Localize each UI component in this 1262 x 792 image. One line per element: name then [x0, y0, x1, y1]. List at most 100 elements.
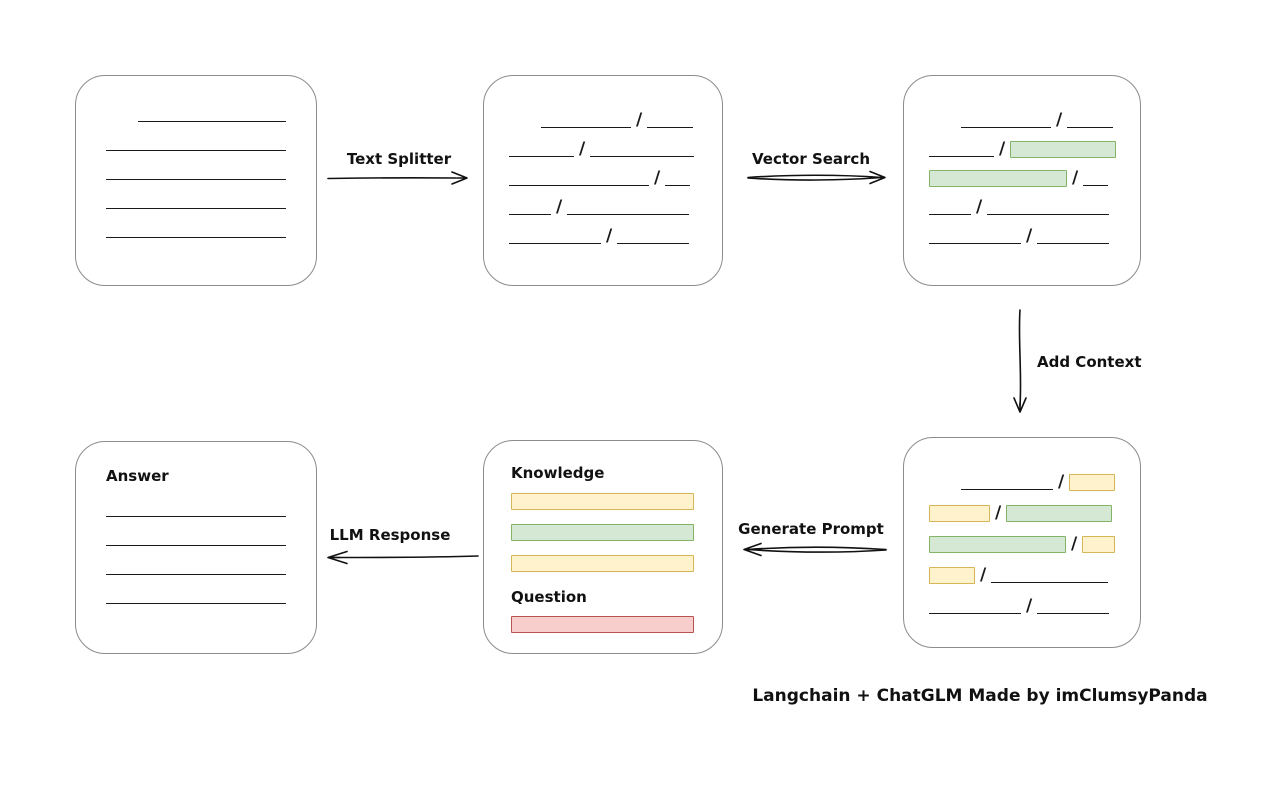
- yellow-chunk: [1082, 536, 1116, 553]
- text-line: [617, 243, 690, 244]
- text-line: [106, 545, 286, 546]
- context-box: / / / / /: [903, 437, 1141, 648]
- chunk-row: /: [929, 168, 1118, 187]
- green-chunk: [1010, 141, 1117, 158]
- slash-separator: /: [636, 110, 643, 130]
- slash-separator: /: [556, 197, 563, 217]
- slash-separator: /: [980, 565, 987, 585]
- chunk-row: /: [929, 565, 1118, 584]
- text-line: [106, 150, 286, 151]
- green-chunk: [929, 170, 1067, 187]
- text-line: [929, 214, 971, 215]
- slash-separator: /: [999, 139, 1006, 159]
- text-line: [929, 243, 1021, 244]
- vector-search-arrow-icon: [747, 170, 886, 185]
- search-results-box: / / / / /: [903, 75, 1141, 286]
- text-splitter-arrow-icon: [327, 171, 468, 185]
- text-line: [509, 243, 601, 244]
- text-line: [106, 179, 286, 180]
- yellow-bar: [511, 555, 694, 572]
- text-line: [106, 208, 286, 209]
- question-bar: [511, 616, 695, 633]
- slash-separator: /: [1056, 110, 1063, 130]
- text-line: [138, 121, 286, 122]
- text-line: [987, 214, 1110, 215]
- credit-text: Langchain + ChatGLM Made by imClumsyPand…: [752, 686, 1208, 706]
- question-label: Question: [511, 588, 587, 606]
- split-chunks-box: / / / / /: [483, 75, 723, 286]
- document-box: [75, 75, 317, 286]
- green-chunk: [1006, 505, 1113, 522]
- green-chunk: [929, 536, 1066, 553]
- slash-separator: /: [1026, 596, 1033, 616]
- text-line: [590, 156, 695, 157]
- answer-lines: [106, 516, 286, 604]
- text-splitter-label: Text Splitter: [346, 150, 452, 168]
- yellow-bar: [511, 493, 694, 510]
- vector-search-label: Vector Search: [751, 150, 871, 168]
- text-line: [541, 127, 631, 128]
- text-line: [665, 185, 691, 186]
- text-line: [106, 603, 286, 604]
- green-bar: [511, 524, 694, 541]
- text-line: [929, 613, 1021, 614]
- yellow-chunk: [929, 567, 975, 584]
- slash-separator: /: [1071, 534, 1078, 554]
- chunk-row: /: [929, 503, 1118, 522]
- slash-separator: /: [606, 226, 613, 246]
- slash-separator: /: [654, 168, 661, 188]
- text-line: [961, 489, 1053, 490]
- split-chunk-rows: / / / / /: [484, 76, 722, 245]
- text-line: [106, 237, 286, 238]
- generate-prompt-label: Generate Prompt: [738, 520, 884, 538]
- slash-separator: /: [976, 197, 983, 217]
- text-line: [929, 156, 994, 157]
- chunk-row: /: [509, 168, 698, 187]
- add-context-label: Add Context: [1037, 353, 1142, 371]
- text-line: [106, 516, 286, 517]
- chunk-row: /: [541, 110, 698, 129]
- chunk-row: /: [961, 110, 1118, 129]
- generate-prompt-arrow-icon: [743, 542, 887, 557]
- text-line: [509, 214, 551, 215]
- add-context-arrow-icon: [1013, 309, 1027, 413]
- chunk-row: /: [509, 139, 698, 158]
- text-line: [1037, 613, 1110, 614]
- chunk-row: /: [509, 226, 698, 245]
- chunk-row: /: [929, 197, 1118, 216]
- answer-label: Answer: [106, 467, 169, 485]
- answer-box: Answer: [75, 441, 317, 654]
- chunk-row: /: [929, 534, 1118, 553]
- text-line: [567, 214, 690, 215]
- slash-separator: /: [1026, 226, 1033, 246]
- chunk-row: /: [961, 472, 1118, 491]
- slash-separator: /: [579, 139, 586, 159]
- red-bar: [511, 616, 694, 633]
- text-line: [509, 185, 649, 186]
- chunk-row: /: [929, 226, 1118, 245]
- slash-separator: /: [1072, 168, 1079, 188]
- document-lines: [76, 76, 316, 238]
- yellow-chunk: [1069, 474, 1116, 491]
- slash-separator: /: [1058, 472, 1065, 492]
- chunk-row: /: [509, 197, 698, 216]
- chunk-row: /: [929, 139, 1118, 158]
- text-line: [961, 127, 1051, 128]
- slash-separator: /: [995, 503, 1002, 523]
- context-chunk-rows: / / / / /: [904, 438, 1140, 615]
- knowledge-bars: [511, 493, 695, 572]
- text-line: [1083, 185, 1109, 186]
- llm-response-label: LLM Response: [329, 526, 451, 544]
- llm-response-arrow-icon: [327, 550, 479, 565]
- search-chunk-rows: / / / / /: [904, 76, 1140, 245]
- prompt-box: Knowledge Question: [483, 440, 723, 654]
- chunk-row: /: [929, 596, 1118, 615]
- text-line: [509, 156, 574, 157]
- text-line: [1037, 243, 1110, 244]
- text-line: [106, 574, 286, 575]
- text-line: [647, 127, 694, 128]
- knowledge-label: Knowledge: [511, 464, 605, 482]
- yellow-chunk: [929, 505, 990, 522]
- text-line: [991, 582, 1109, 583]
